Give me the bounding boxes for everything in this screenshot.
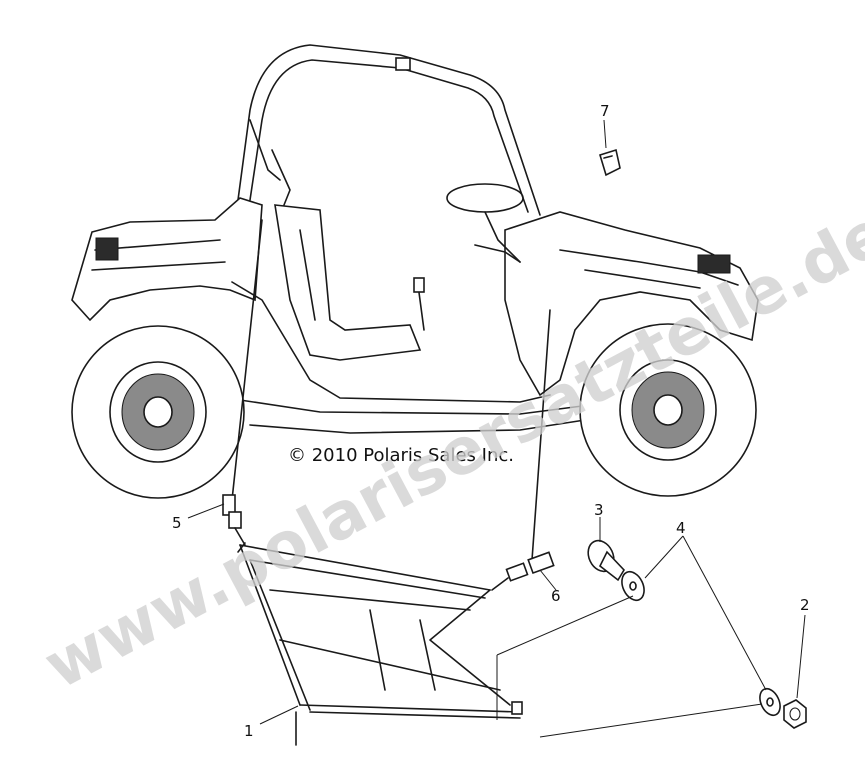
front-hood — [504, 211, 759, 397]
rear-bed — [71, 197, 263, 322]
callout-2: 2 — [800, 596, 810, 614]
part-5-strap — [222, 219, 263, 546]
steering-wheel — [446, 183, 524, 213]
callout-5: 5 — [172, 514, 182, 532]
callout-4: 4 — [676, 519, 686, 537]
part-3-push-rivet — [587, 539, 625, 582]
part-7-clip — [599, 148, 621, 177]
callout-7: 7 — [600, 102, 610, 120]
part-1-net-frame — [237, 542, 523, 746]
callout-6: 6 — [551, 587, 561, 605]
part-2-nut — [783, 699, 807, 729]
roll-cage — [237, 44, 541, 216]
copyright-notice: © 2010 Polaris Sales Inc. — [288, 445, 514, 466]
tail-light — [95, 237, 119, 261]
part-6-strap — [491, 309, 555, 591]
frame-rail — [231, 281, 551, 403]
callout-1: 1 — [244, 722, 254, 740]
headlight — [697, 254, 731, 274]
cage-clamp — [395, 57, 411, 71]
leader-lines — [187, 119, 806, 738]
callout-3: 3 — [594, 501, 604, 519]
seat — [274, 204, 422, 361]
vehicle-illustration — [71, 44, 759, 499]
